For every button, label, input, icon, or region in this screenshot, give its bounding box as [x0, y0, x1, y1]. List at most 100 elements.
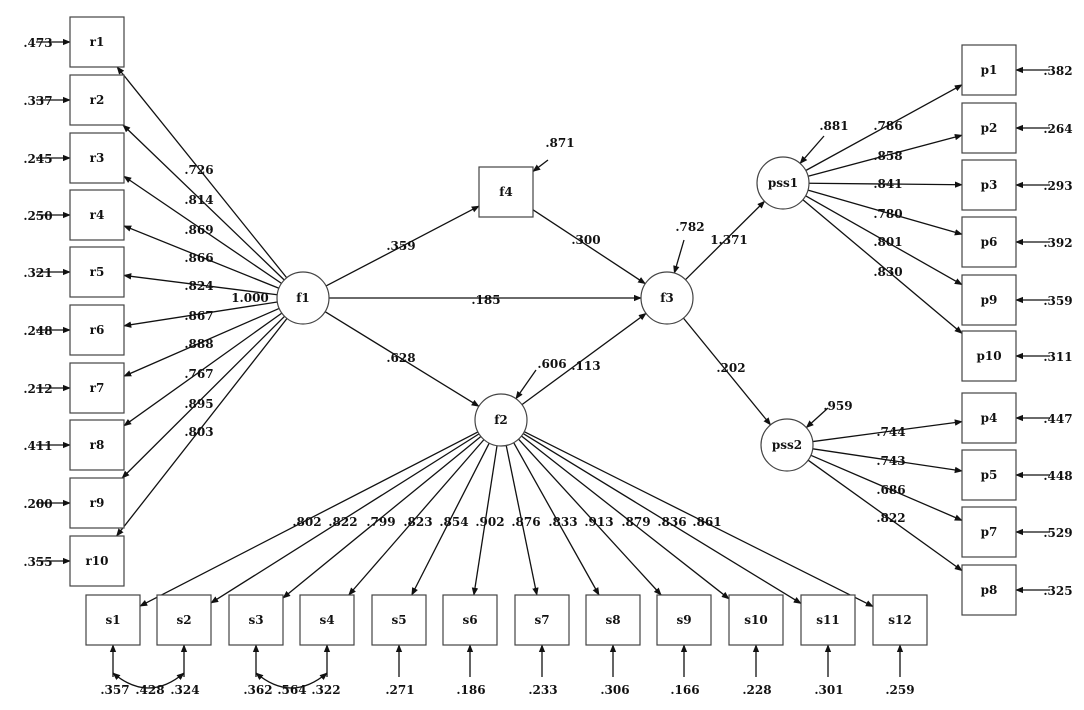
coef-pss2-p7: .686	[876, 483, 905, 497]
latent-pss1	[756, 156, 810, 210]
observed-r10	[69, 535, 125, 587]
coef-f2-s7: .876	[511, 515, 540, 529]
error-f2: .606	[537, 357, 566, 371]
coef-f2-s11: .836	[657, 515, 686, 529]
node-label-f2: f2	[494, 413, 508, 427]
node-label-r7: r7	[90, 381, 105, 395]
path-f1-f2	[324, 311, 480, 407]
error-p1: .382	[1043, 64, 1072, 78]
coef-pss1-p3: .841	[873, 177, 902, 191]
node-label-r5: r5	[90, 265, 105, 279]
path-f1-r7	[123, 307, 280, 377]
error-arrow-f2	[515, 369, 537, 400]
path-f1-f4	[325, 205, 480, 287]
coef-f2-f3: .113	[571, 359, 600, 373]
observed-s2	[156, 594, 212, 646]
observed-r3	[69, 132, 125, 184]
error-p7: .529	[1043, 526, 1072, 540]
node-label-f3: f3	[660, 291, 674, 305]
node-label-r3: r3	[90, 151, 105, 165]
observed-r6	[69, 304, 125, 356]
error-p8: .325	[1043, 584, 1072, 598]
path-f2-s4	[348, 439, 485, 596]
latent-f1	[276, 271, 330, 325]
path-f3-pss2	[682, 317, 772, 426]
node-label-r8: r8	[90, 438, 105, 452]
node-label-s11: s11	[816, 613, 839, 627]
latent-f2	[474, 393, 528, 447]
observed-r9	[69, 477, 125, 529]
coef-f1-r2: .814	[184, 193, 213, 207]
path-pss2-p7	[810, 454, 963, 521]
path-f2-s12	[523, 431, 874, 608]
error-s9: .166	[670, 683, 699, 697]
error-p9: .359	[1043, 294, 1072, 308]
observed-r4	[69, 189, 125, 241]
node-label-pss1: pss1	[768, 176, 798, 190]
observed-p1	[961, 44, 1017, 96]
coef-f1-r4: .866	[184, 251, 213, 265]
node-label-p5: p5	[981, 468, 998, 482]
node-label-r9: r9	[90, 496, 105, 510]
path-f1-r6	[123, 301, 278, 328]
path-f2-f3	[521, 312, 647, 406]
error-p3: .293	[1043, 179, 1072, 193]
observed-s10	[728, 594, 784, 646]
node-label-p3: p3	[981, 178, 998, 192]
error-arrow-f4	[532, 159, 549, 172]
path-f2-s7	[505, 445, 539, 596]
coef-f2-s4: .823	[403, 515, 432, 529]
error-f4: .871	[545, 136, 574, 150]
path-f2-s10	[521, 435, 730, 600]
node-label-p4: p4	[981, 411, 998, 425]
node-label-r10: r10	[85, 554, 108, 568]
coef-pss2-p4: .744	[876, 425, 905, 439]
observed-s3	[228, 594, 284, 646]
node-label-s10: s10	[744, 613, 767, 627]
observed-p9	[961, 274, 1017, 326]
path-pss2-p5	[812, 448, 963, 474]
coef-f3-pss2: .202	[716, 361, 745, 375]
node-label-r6: r6	[90, 323, 105, 337]
observed-s11	[800, 594, 856, 646]
error-r5: .321	[23, 266, 52, 280]
coef-f1-r3: .869	[184, 223, 213, 237]
observed-p4	[961, 392, 1017, 444]
error-r7: .212	[23, 382, 52, 396]
error-r1: .473	[23, 36, 52, 50]
coef-f1-f4: .359	[386, 239, 415, 253]
path-pss1-p3	[808, 181, 963, 188]
path-f1-r9	[121, 315, 286, 479]
covariance-label-s1-s2: .428	[135, 683, 164, 697]
error-p4: .447	[1043, 412, 1072, 426]
observed-r1	[69, 16, 125, 68]
node-label-pss2: pss2	[772, 438, 802, 452]
coef-f2-s12: .861	[692, 515, 721, 529]
latent-pss2	[760, 418, 814, 472]
coef-f1-r5: .824	[184, 279, 213, 293]
error-s10: .228	[742, 683, 771, 697]
observed-s9	[656, 594, 712, 646]
coef-pss1-p10: .830	[873, 265, 902, 279]
coef-pss1-p2: .858	[873, 149, 902, 163]
observed-s1	[85, 594, 141, 646]
covariance-s1-s2	[112, 672, 185, 689]
path-f1-r10	[116, 318, 288, 537]
error-s4: .322	[311, 683, 340, 697]
error-s12: .259	[885, 683, 914, 697]
error-arrow-pss1	[799, 135, 825, 165]
observed-r5	[69, 246, 125, 298]
coef-f2-s6: .902	[475, 515, 504, 529]
coef-f1-r6: .867	[184, 309, 213, 323]
path-pss1-p1	[805, 84, 963, 172]
coef-pss2-p8: .822	[876, 511, 905, 525]
path-pss1-p6	[807, 189, 963, 236]
node-label-p8: p8	[981, 583, 998, 597]
node-label-p10: p10	[976, 349, 1001, 363]
path-f1-r1	[116, 66, 288, 279]
error-arrow-f3	[673, 239, 685, 274]
coef-f1-f2: .628	[386, 351, 415, 365]
error-p2: .264	[1043, 122, 1072, 136]
node-label-s8: s8	[605, 613, 620, 627]
covariance-label-s3-s4: .564	[277, 683, 306, 697]
